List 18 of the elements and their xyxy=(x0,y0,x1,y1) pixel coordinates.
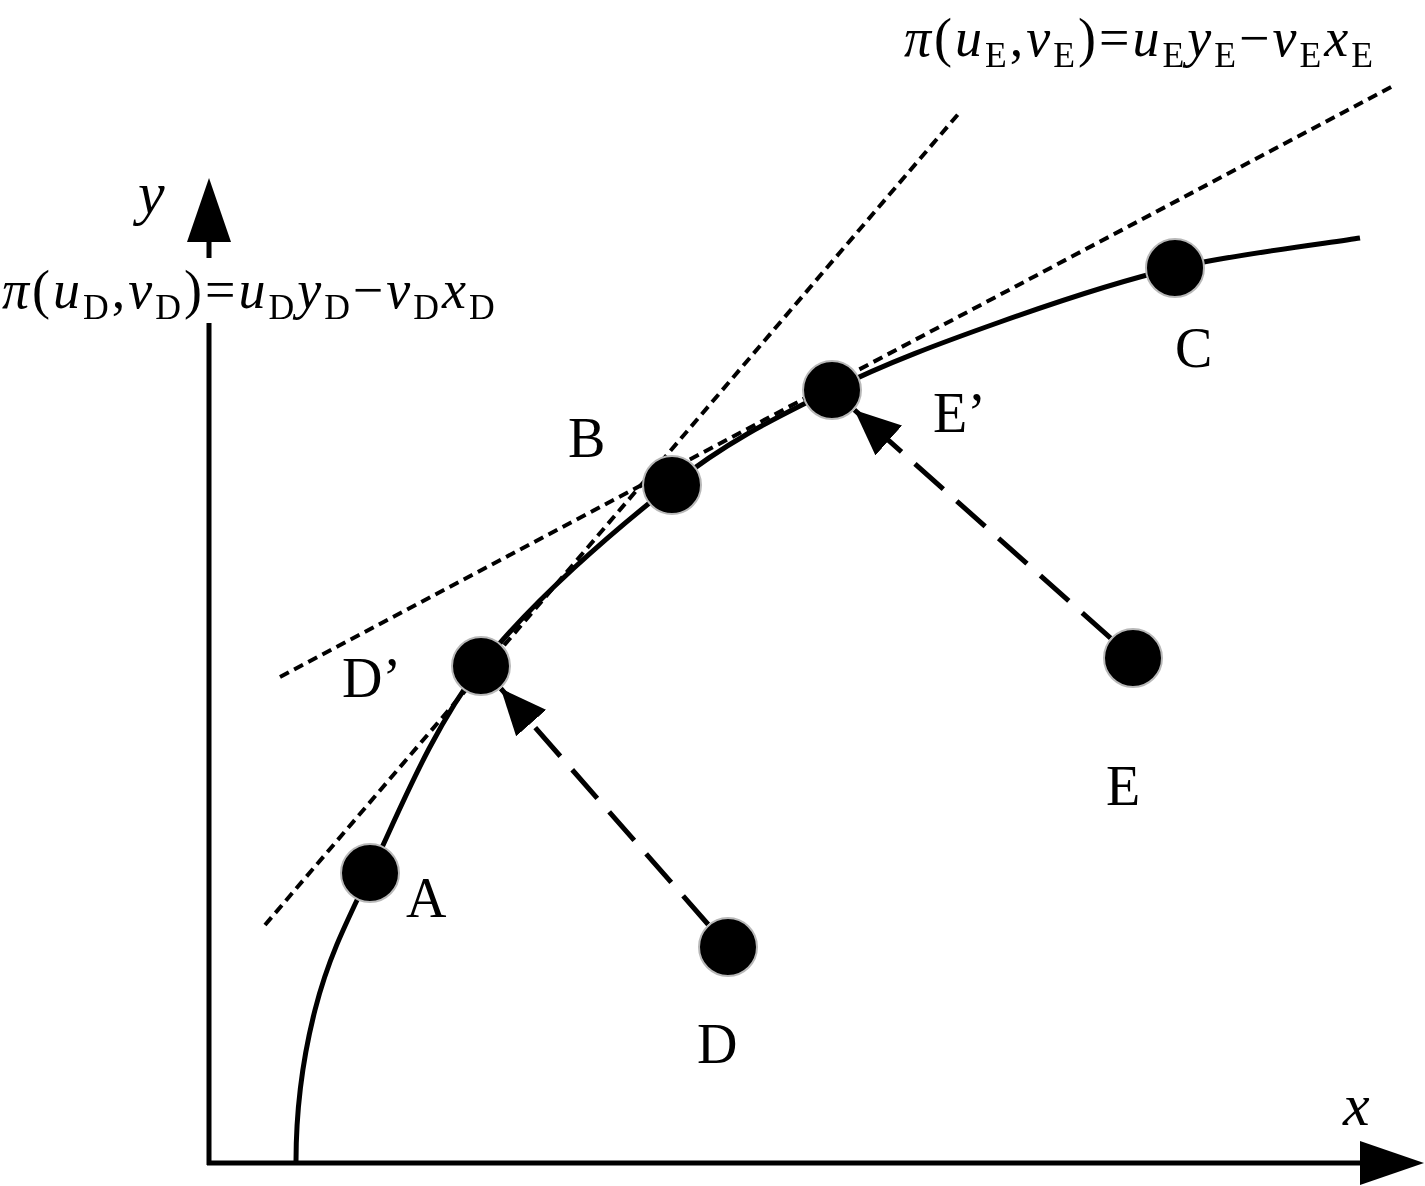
axis-label: y xyxy=(128,156,175,231)
data-point-circle xyxy=(451,636,511,696)
point-label: C xyxy=(1175,320,1213,376)
point-label: B xyxy=(568,410,606,466)
axis-label: x xyxy=(1341,1071,1371,1140)
data-point-circle xyxy=(642,455,702,515)
data-point-circle xyxy=(340,843,400,903)
point-label: D’ xyxy=(342,650,402,706)
data-point-circle xyxy=(1103,628,1163,688)
point-label: E’ xyxy=(933,385,986,441)
point-label: E xyxy=(1106,758,1141,814)
data-point-circle xyxy=(698,917,758,977)
data-point-circle xyxy=(1145,238,1205,298)
point-label: D xyxy=(697,1016,738,1072)
dashed-arrow xyxy=(852,408,1113,640)
point-label: A xyxy=(406,870,447,926)
data-point-circle xyxy=(802,360,862,420)
dashed-arrow xyxy=(498,686,711,927)
